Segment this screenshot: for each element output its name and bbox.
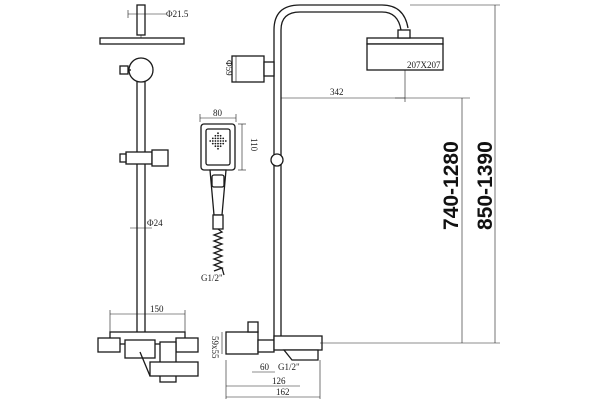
slider-body (125, 151, 153, 165)
nozzle-dot (219, 142, 222, 145)
rain-shower-head (366, 37, 444, 45)
head-size-label: 207X207 (407, 60, 441, 70)
nozzle-dot (217, 132, 219, 135)
nozzle-dot (224, 140, 227, 142)
slider-knob (270, 153, 284, 167)
nozzle-dot (211, 142, 214, 145)
spout-thread-label: G1/2" (278, 362, 300, 372)
spout-162-label: 162 (276, 387, 290, 397)
bath-spout (282, 349, 319, 361)
nozzle-dot (217, 145, 219, 148)
spout-60-label: 60 (260, 362, 270, 372)
hand-shower-view: 80 110 G1/2" (199, 108, 259, 283)
gooseneck-arm (273, 4, 409, 31)
hose (212, 228, 225, 276)
top-pipe (136, 4, 146, 36)
spout-126-label: 126 (272, 376, 286, 386)
nozzle-dot (219, 137, 222, 140)
hand-height-label: 110 (249, 138, 259, 152)
height-range-850-1390: 850-1390 (474, 141, 497, 230)
holder-diameter-label: Φ59 (224, 60, 234, 76)
nozzle-dot (209, 140, 212, 142)
bath-mixer-body (225, 331, 259, 355)
nozzle-dot (214, 142, 217, 145)
nozzle-dot (211, 137, 214, 140)
hand-shower-nozzles (209, 132, 227, 150)
nozzle-dot (211, 140, 214, 142)
mixer-width-label: 150 (150, 304, 164, 314)
nozzle-dot (222, 142, 225, 145)
nozzle-dot (214, 145, 217, 148)
top-pipe-diameter-label: Φ21.5 (166, 9, 189, 19)
nozzle-dot (222, 140, 225, 142)
mixer-height-label: 59x55 (210, 336, 220, 359)
height-range-740-1280: 740-1280 (440, 141, 463, 230)
nozzle-dot (214, 137, 217, 140)
nozzle-dot (217, 134, 219, 137)
nozzle-dot (219, 140, 222, 142)
front-view: Φ21.5 Φ24 150 (97, 4, 199, 383)
nozzle-dot (217, 142, 219, 145)
arm-reach-label: 342 (330, 87, 344, 97)
overhead-plate (99, 37, 185, 45)
nozzle-dot (219, 145, 222, 148)
nozzle-dot (217, 147, 219, 150)
nozzle-dot (217, 137, 219, 140)
hand-width-label: 80 (213, 108, 223, 118)
hose-thread-label: G1/2" (201, 273, 223, 283)
nozzle-dot (214, 134, 217, 137)
arm-holder-ring (128, 57, 154, 83)
nozzle-dot (222, 137, 225, 140)
hand-holder (231, 55, 265, 83)
pipe-diameter-label: Φ24 (147, 218, 163, 228)
nozzle-dot (219, 134, 222, 137)
side-view: 207X207 342 Φ59 59x55 60 G1/2" 126 162 (210, 4, 500, 399)
nozzle-dot (214, 140, 217, 142)
nozzle-dot (217, 140, 219, 142)
